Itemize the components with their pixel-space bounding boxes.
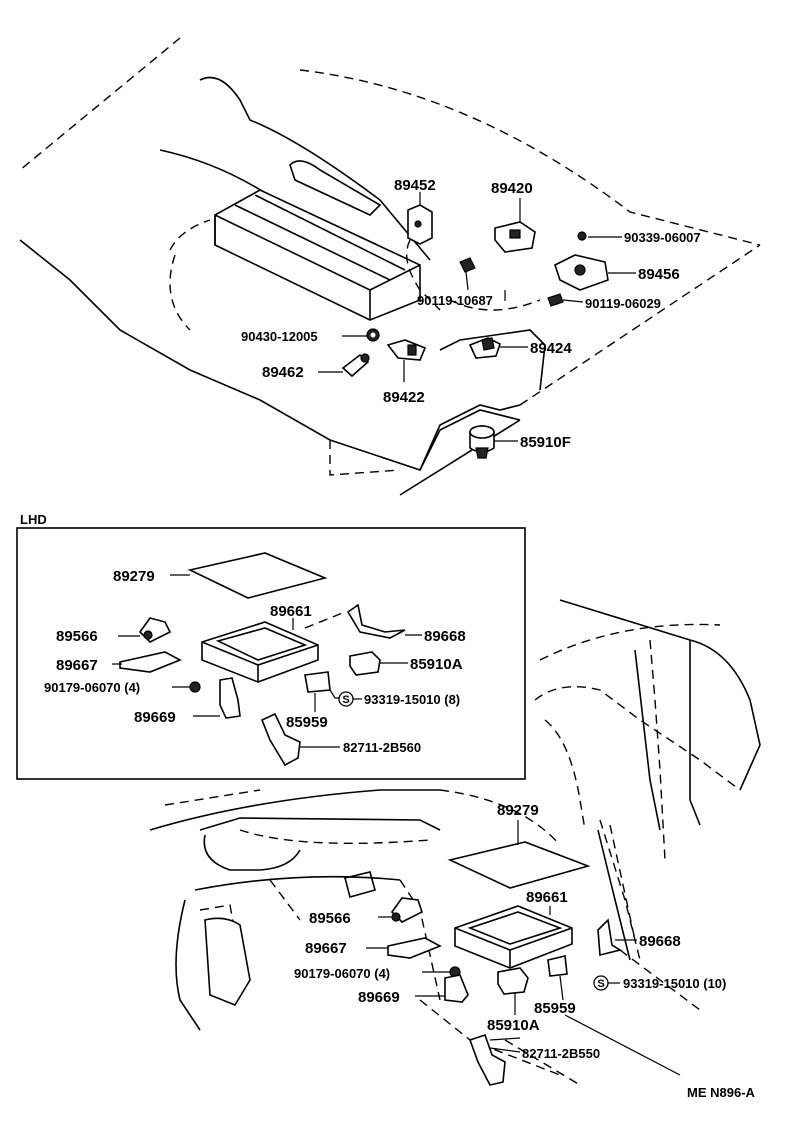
lhd-label-89566: 89566 <box>56 628 98 645</box>
s-mark-bottom-text: S <box>597 978 604 990</box>
lhd-label-89667: 89667 <box>56 657 98 674</box>
label-93319-15010: 93319-15010 (10) <box>623 976 726 991</box>
label-90179-06070: 90179-06070 (4) <box>294 966 390 981</box>
top-section-outline <box>19 37 761 496</box>
lhd-label-85910A: 85910A <box>410 656 463 673</box>
label-89452: 89452 <box>394 177 436 194</box>
nut-90430-12005 <box>342 328 380 342</box>
battery-box <box>214 160 421 321</box>
label-89667: 89667 <box>305 940 347 957</box>
sensor-89462 <box>318 353 370 378</box>
sensor-89424 <box>468 337 528 359</box>
lhd-label-89279: 89279 <box>113 568 155 585</box>
label-85910A: 85910A <box>487 1017 540 1034</box>
lhd-label-89669: 89669 <box>134 709 176 726</box>
lhd-label-89668: 89668 <box>424 628 466 645</box>
label-89669: 89669 <box>358 989 400 1006</box>
bolt-90119-06029 <box>547 293 584 307</box>
lhd-label-89661: 89661 <box>270 603 312 620</box>
label-85910F: 85910F <box>520 434 571 451</box>
bracket-89456 <box>554 254 636 291</box>
label-89279: 89279 <box>497 802 539 819</box>
label-89668: 89668 <box>639 933 681 950</box>
lhd-label-90179-06070: 90179-06070 (4) <box>44 680 140 695</box>
label-90119-06029: 90119-06029 <box>585 296 661 311</box>
label-90339-06007: 90339-06007 <box>624 230 701 245</box>
lhd-label-85959: 85959 <box>286 714 328 731</box>
sensor-89452 <box>406 204 441 311</box>
lhd-label-82711-2B560: 82711-2B560 <box>343 740 421 755</box>
label-89661: 89661 <box>526 889 568 906</box>
lhd-label-93319-15010: 93319-15010 (8) <box>364 692 460 707</box>
label-89462: 89462 <box>262 364 304 381</box>
bolt-90119-10687 <box>459 257 476 291</box>
lhd-title: LHD <box>20 512 47 527</box>
label-90119-10687: 90119-10687 <box>417 293 493 308</box>
label-82711-2B550: 82711-2B550 <box>522 1046 600 1061</box>
switch-85910F <box>469 425 518 459</box>
dashboard-outline <box>149 599 761 1086</box>
bottom-parts <box>366 820 637 1086</box>
lhd-parts <box>112 552 422 767</box>
label-90430-12005: 90430-12005 <box>241 329 318 344</box>
figure-code: ME N896-A <box>687 1085 756 1100</box>
label-85959: 85959 <box>534 1000 576 1017</box>
bolt-90339-06007 <box>577 231 622 241</box>
lhd-box-frame <box>16 527 526 780</box>
s-mark-lhd-text: S <box>342 694 349 706</box>
label-89422: 89422 <box>383 389 425 406</box>
label-89566: 89566 <box>309 910 351 927</box>
label-89456: 89456 <box>638 266 680 283</box>
label-89420: 89420 <box>491 180 533 197</box>
label-89424: 89424 <box>530 340 572 357</box>
sensor-89422 <box>386 339 427 382</box>
sensor-89420 <box>494 198 536 253</box>
